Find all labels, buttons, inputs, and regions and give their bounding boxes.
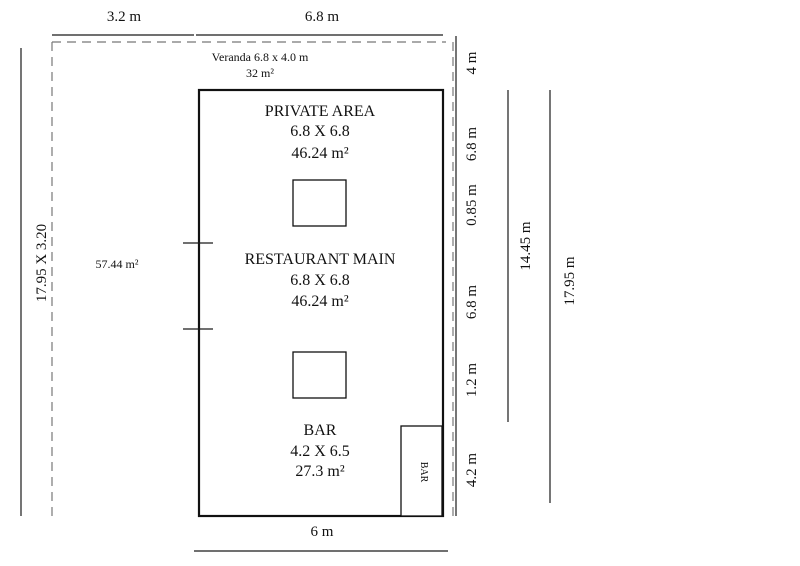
bar-area: 27.3 m²: [295, 463, 344, 480]
side-area-label: 57.44 m²: [96, 257, 139, 271]
restaurant-main-size: 6.8 X 6.8: [290, 272, 350, 289]
right-dim-veranda: 4 m: [464, 51, 480, 74]
private-area-size: 6.8 X 6.8: [290, 123, 350, 140]
bottom-dim-label: 6 m: [311, 524, 334, 540]
bar-counter: [400, 425, 443, 517]
bar-counter-label: BAR: [418, 462, 429, 483]
private-area-name: PRIVATE AREA: [265, 103, 376, 120]
veranda-area: 32 m²: [246, 66, 274, 80]
right-dim-main: 6.8 m: [464, 285, 480, 320]
veranda-label: Veranda 6.8 x 4.0 m: [212, 50, 309, 64]
column-lower: [292, 351, 347, 399]
restaurant-main-area: 46.24 m²: [291, 293, 348, 310]
private-area-area: 46.24 m²: [291, 145, 348, 162]
bar-name: BAR: [304, 422, 337, 439]
mid-total-dim-label: 14.45 m: [518, 221, 534, 271]
left-dim-label: 17.95 X 3.20: [34, 224, 50, 302]
right-dim-bar: 4.2 m: [464, 453, 480, 488]
top-dim-left-label: 3.2 m: [107, 9, 142, 25]
right-dim-gap-upper: 0.85 m: [464, 184, 480, 226]
bar-size: 4.2 X 6.5: [290, 443, 350, 460]
top-dim-right-label: 6.8 m: [305, 9, 340, 25]
right-dim-private: 6.8 m: [464, 127, 480, 162]
column-upper: [292, 179, 347, 227]
right-dim-gap-lower: 1.2 m: [464, 363, 480, 398]
full-total-dim-label: 17.95 m: [562, 256, 578, 306]
building-outline: [197, 88, 445, 518]
restaurant-main-name: RESTAURANT MAIN: [245, 251, 396, 268]
